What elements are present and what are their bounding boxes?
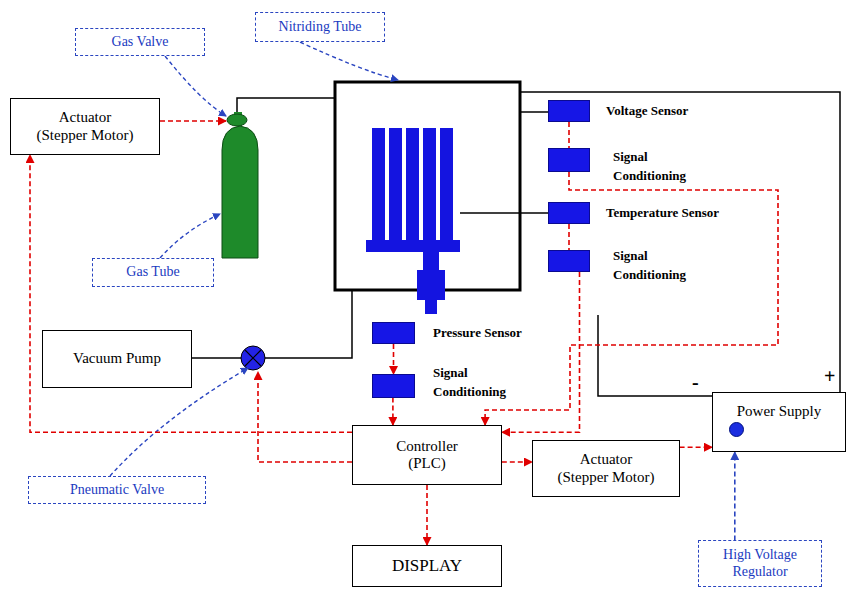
signal-line bbox=[485, 172, 778, 425]
callout-box: Nitriding Tube bbox=[255, 12, 385, 42]
callout-box: Pneumatic Valve bbox=[28, 476, 206, 504]
display-box: DISPLAY bbox=[352, 545, 502, 587]
terminal-plus: + bbox=[824, 366, 835, 386]
sensor-block: Voltage Sensor bbox=[548, 100, 590, 122]
sensor-label: Pressure Sensor bbox=[433, 324, 522, 343]
sensor-label: Voltage Sensor bbox=[606, 102, 688, 121]
box-label: DISPLAY bbox=[392, 556, 462, 576]
box-label: Nitriding Tube bbox=[279, 19, 362, 35]
callout-box: High Voltage Regulator bbox=[698, 540, 822, 587]
box-label: High Voltage Regulator bbox=[710, 547, 810, 579]
signal-line bbox=[680, 446, 712, 448]
power-supply-box: Power Supply bbox=[712, 392, 846, 452]
callout-box: Gas Valve bbox=[75, 28, 205, 56]
wires bbox=[192, 92, 840, 396]
actuator-box: Actuator (Stepper Motor) bbox=[10, 98, 160, 155]
box-label: Gas Tube bbox=[126, 264, 179, 280]
nitriding-chamber bbox=[335, 82, 520, 290]
box-label: Gas Valve bbox=[112, 34, 169, 50]
signal-line bbox=[502, 461, 532, 463]
box-label: Actuator (Stepper Motor) bbox=[555, 451, 657, 486]
conditioning-block: Signal Conditioning bbox=[548, 148, 590, 172]
terminal-minus: - bbox=[692, 372, 699, 392]
signal-line bbox=[393, 344, 395, 374]
signal-line bbox=[426, 485, 428, 545]
signal-line bbox=[392, 398, 394, 425]
conditioning-block: Signal Conditioning bbox=[372, 374, 415, 398]
box-label: Actuator (Stepper Motor) bbox=[34, 109, 136, 144]
callout-arrow bbox=[734, 452, 736, 540]
control-signals bbox=[160, 121, 352, 462]
signal-line bbox=[502, 272, 580, 432]
gas-valve-symbol bbox=[227, 114, 247, 126]
sensor-label: Temperature Sensor bbox=[606, 204, 719, 223]
box-label: Vacuum Pump bbox=[73, 350, 161, 367]
gas-cylinder bbox=[222, 112, 258, 258]
sensor-block: Pressure Sensor bbox=[372, 322, 415, 344]
box-label: Controller (PLC) bbox=[387, 438, 467, 473]
box-label: Pneumatic Valve bbox=[70, 482, 164, 498]
controller-box: Controller (PLC) bbox=[352, 425, 502, 485]
signal-line bbox=[568, 224, 570, 250]
sensor-block: Temperature Sensor bbox=[548, 202, 590, 224]
box-label: Power Supply bbox=[737, 403, 822, 420]
actuator-box: Actuator (Stepper Motor) bbox=[532, 440, 680, 497]
regulator-knob bbox=[729, 422, 744, 437]
callout-box: Gas Tube bbox=[92, 258, 214, 287]
electrode bbox=[366, 128, 460, 314]
conditioning-block: Signal Conditioning bbox=[548, 250, 590, 272]
sensor-label: Signal Conditioning bbox=[613, 247, 705, 285]
signal-line bbox=[568, 122, 570, 148]
sensor-label: Signal Conditioning bbox=[433, 364, 525, 402]
pump-box: Vacuum Pump bbox=[42, 330, 192, 388]
sensor-label: Signal Conditioning bbox=[613, 148, 705, 186]
pneumatic-valve-symbol bbox=[241, 346, 265, 370]
signal-line bbox=[30, 155, 352, 432]
